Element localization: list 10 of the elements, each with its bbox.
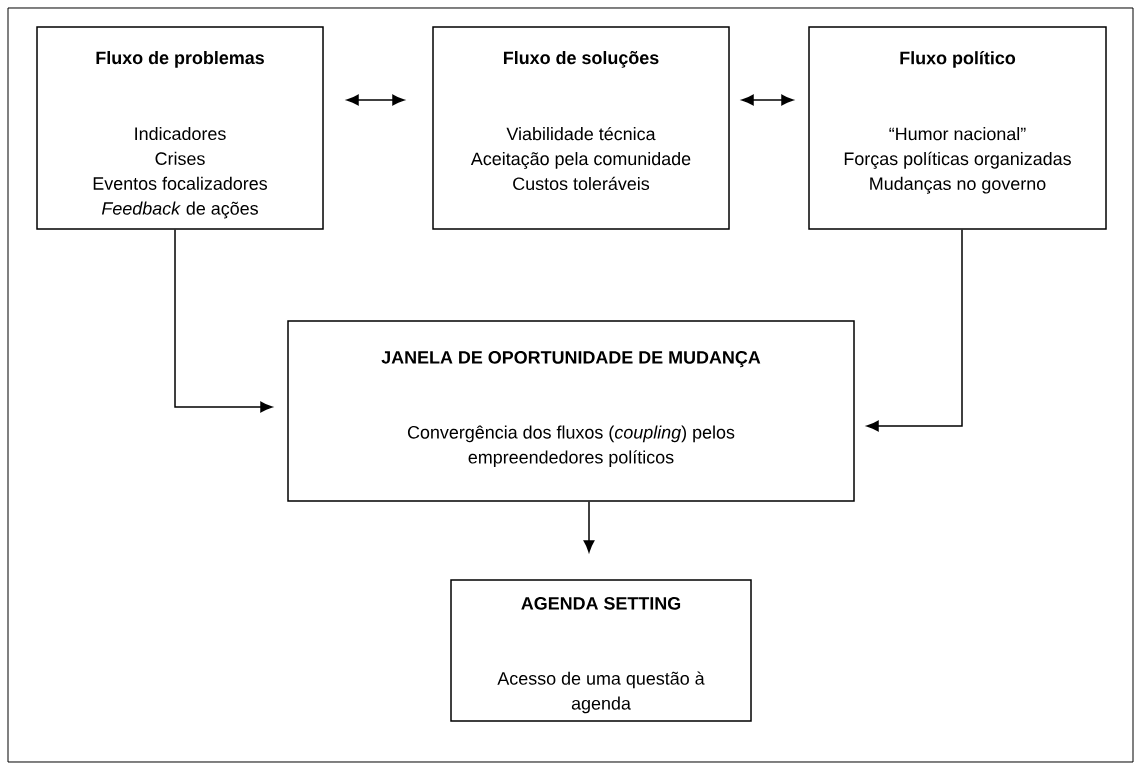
arrow [346, 94, 405, 106]
text-box: Fluxo de soluções Viabilidade técnica Aceitação pela comunidade Custos toleráveis [432, 26, 730, 230]
arrow [174, 229, 273, 413]
arrow [741, 94, 794, 106]
text-box: JANELA DE OPORTUNIDADE DE MUDANÇA Convergência dos fluxos (coupling) pelos empreendedores políticos [287, 320, 855, 502]
text-box: AGENDA SETTING Acesso de uma questão à agenda [450, 579, 752, 722]
text-box: Fluxo político “Humor nacional” Forças políticas organizadas Mudanças no governo [808, 26, 1107, 230]
arrow [583, 501, 595, 553]
arrow [866, 229, 963, 432]
text-box: Fluxo de problemas Indicadores Crises Eventos focalizadores Feedback de ações [36, 26, 324, 230]
